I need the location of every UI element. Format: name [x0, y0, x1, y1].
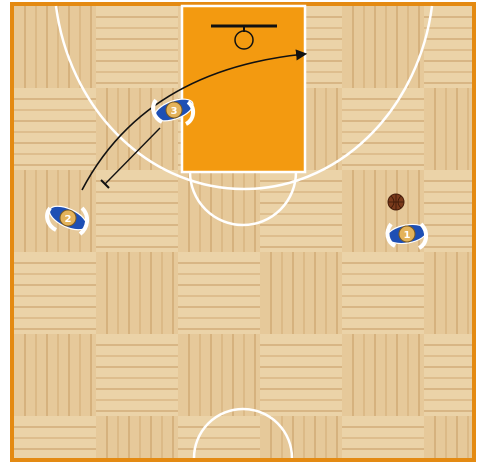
- player-1-number: 1: [404, 230, 411, 241]
- basketball-icon[interactable]: [388, 194, 404, 210]
- player-2-number: 2: [65, 214, 72, 225]
- player-3-number: 3: [171, 106, 178, 117]
